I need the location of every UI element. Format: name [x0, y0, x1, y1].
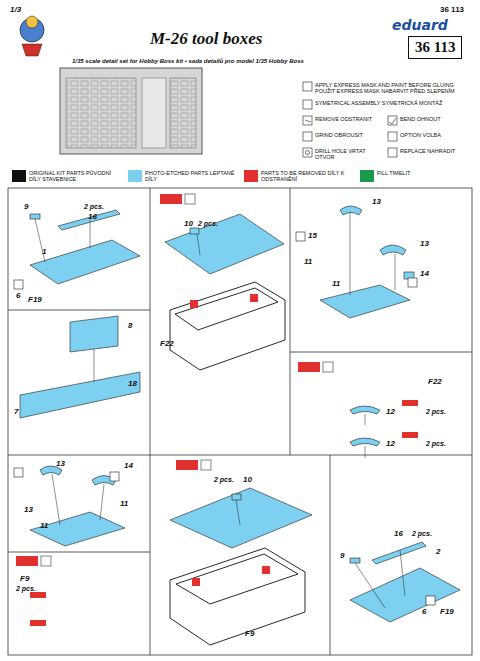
- callout-number: 11: [120, 500, 128, 509]
- sheet-title: M-26 tool boxes: [150, 30, 262, 49]
- set-number-box: 36 113: [408, 36, 462, 59]
- part-label: 2 pcs.: [214, 476, 234, 484]
- subtitle: 1/35 scale detail set for Hobby Boss kit…: [72, 58, 304, 65]
- callout-number: 10: [184, 220, 193, 229]
- legend-text: GRIND OBROUSIT: [315, 132, 385, 138]
- part-label: F9: [20, 575, 29, 584]
- callout-number: 6: [422, 608, 426, 617]
- callout-number: 7: [14, 408, 18, 417]
- callout-number: 14: [124, 462, 133, 471]
- part-label: 2 pcs.: [16, 585, 36, 593]
- callout-number: 16: [394, 530, 403, 539]
- legend-swatch: [244, 170, 258, 182]
- brand-logo: eduard: [392, 18, 448, 33]
- callout-number: 6: [16, 292, 20, 301]
- legend-text: PHOTO-ETCHED PARTS LEPTANÉ DÍLY: [145, 170, 237, 183]
- part-label: F19: [440, 608, 454, 617]
- callout-number: 11: [40, 522, 48, 531]
- callout-number: 12: [386, 408, 395, 417]
- callout-number: 16: [88, 213, 97, 222]
- part-label: 2 pcs.: [426, 440, 446, 448]
- callout-number: 8: [128, 322, 132, 331]
- callout-number: 15: [308, 232, 317, 241]
- callout-number: 13: [24, 506, 33, 515]
- callout-number: 14: [420, 270, 429, 279]
- set-number: 36 113: [440, 6, 464, 15]
- box-text: 36 113: [415, 39, 455, 56]
- part-label: 2 pcs.: [84, 203, 104, 211]
- part-label: 2 pcs.: [412, 530, 432, 538]
- callout-number: 9: [24, 203, 28, 212]
- callout-number: 13: [372, 198, 381, 207]
- legend-text: BEND OHNOUT: [400, 116, 470, 122]
- part-label: F22: [428, 378, 442, 387]
- callout-number: 13: [420, 240, 429, 249]
- part-label: F22: [160, 340, 174, 349]
- legend-text: REMOVE ODSTRANIT: [315, 116, 385, 122]
- page-number: 1/3: [10, 6, 21, 15]
- legend-swatch: [128, 170, 142, 182]
- part-label: 2 pcs.: [198, 220, 218, 228]
- callout-number: 11: [304, 258, 312, 267]
- callout-number: 1: [42, 248, 46, 257]
- legend-swatch: [12, 170, 26, 182]
- legend-text: OPTION VOLBA: [400, 132, 470, 138]
- legend-text: SYMETRICAL ASSEMBLY SYMETRICKÁ MONTÁŽ: [315, 100, 465, 106]
- legend-text: DRILL HOLE VRTAT OTVOR: [315, 148, 385, 161]
- callout-number: 9: [340, 552, 344, 561]
- legend-swatch: [360, 170, 374, 182]
- part-label: F19: [28, 296, 42, 305]
- callout-number: 18: [128, 380, 137, 389]
- legend-text: ORIGINAL KIT PARTS PŮVODNÍ DÍLY STAVEBNI…: [29, 170, 121, 183]
- part-label: 2 pcs.: [426, 408, 446, 416]
- legend-text: FILL TIMELIT: [377, 170, 469, 176]
- callout-number: 13: [56, 460, 65, 469]
- legend-text: APPLY EXPRESS MASK AND PAINT BEFORE GLUI…: [315, 82, 465, 95]
- callout-number: 11: [332, 280, 340, 289]
- callout-number: 2: [436, 548, 440, 557]
- legend-text: REPLACE NAHRADIT: [400, 148, 470, 154]
- callout-number: 12: [386, 440, 395, 449]
- part-label: F9: [245, 630, 254, 639]
- callout-number: 10: [243, 476, 252, 485]
- legend-text: PARTS TO BE REMOVED DÍLY K ODSTRANĚNÍ: [261, 170, 353, 183]
